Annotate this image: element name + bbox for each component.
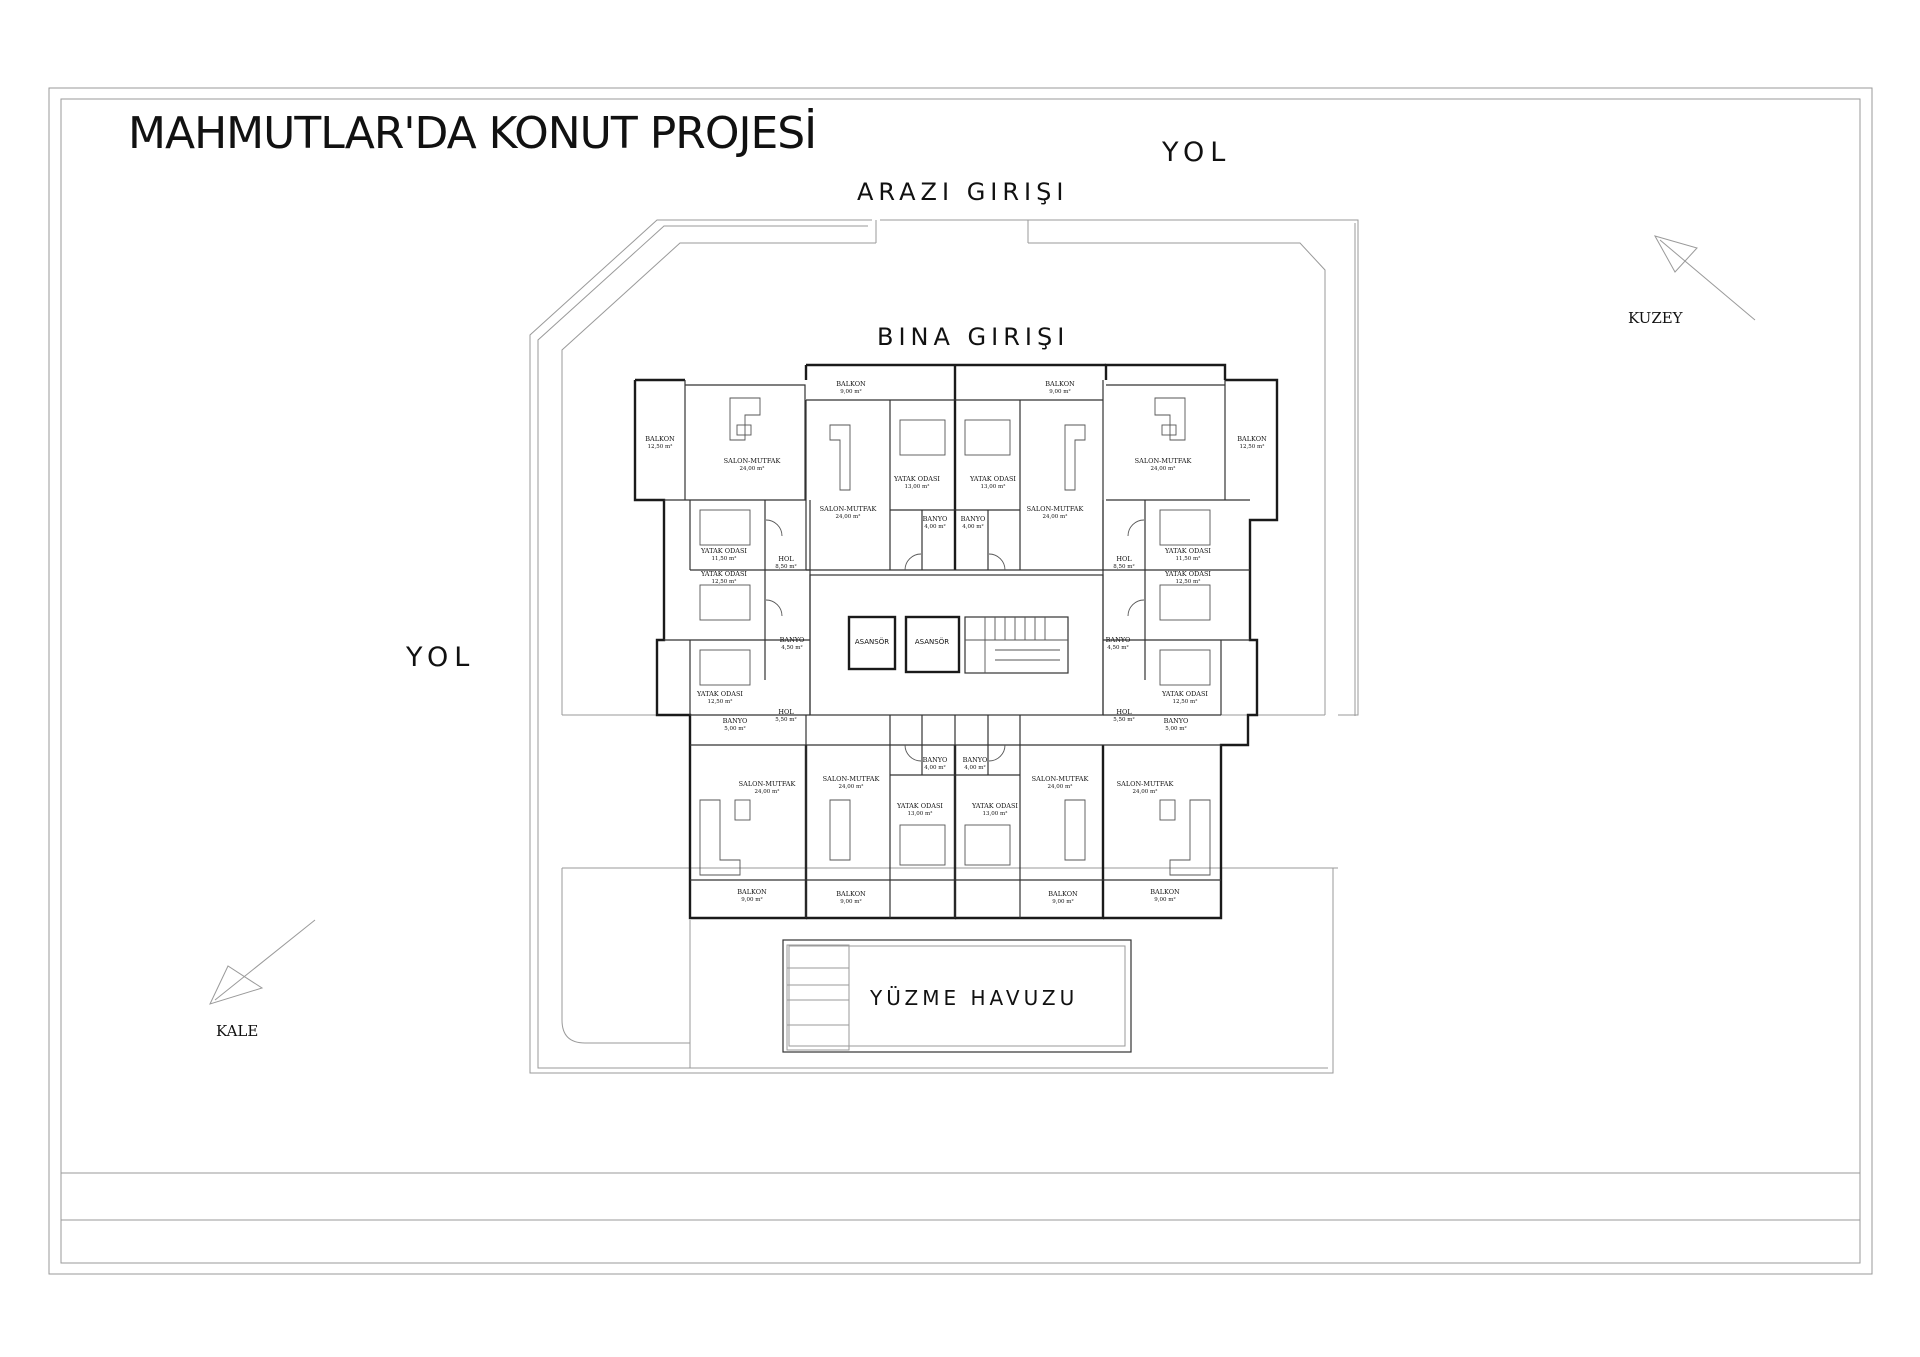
road-label-left: YOL (406, 642, 476, 673)
elevator-label-2: ASANSÖR (914, 638, 950, 646)
elevator-shaft-2 (904, 615, 961, 674)
swimming-pool (782, 939, 1132, 1053)
road-label-top: YOL (1162, 137, 1232, 168)
elevator-shaft-1 (847, 615, 897, 671)
castle-arrow-icon (209, 919, 316, 1005)
building-walls (633, 363, 1279, 920)
building-entrance-label: BINA GIRIŞI (877, 323, 1070, 351)
north-label: KUZEY (1628, 309, 1683, 327)
page-title: MAHMUTLAR'DA KONUT PROJESİ (128, 108, 817, 159)
staircase (964, 616, 1069, 674)
sheet-inner-frame (60, 98, 1861, 1264)
castle-label: KALE (216, 1022, 259, 1040)
sheet-outer-frame (48, 87, 1873, 1275)
pool-label: YÜZME HAVUZU (870, 986, 1079, 1010)
site-entrance-label: ARAZI GIRIŞI (857, 178, 1069, 206)
elevator-label-1: ASANSÖR (854, 638, 890, 646)
north-arrow-icon (1653, 235, 1756, 321)
